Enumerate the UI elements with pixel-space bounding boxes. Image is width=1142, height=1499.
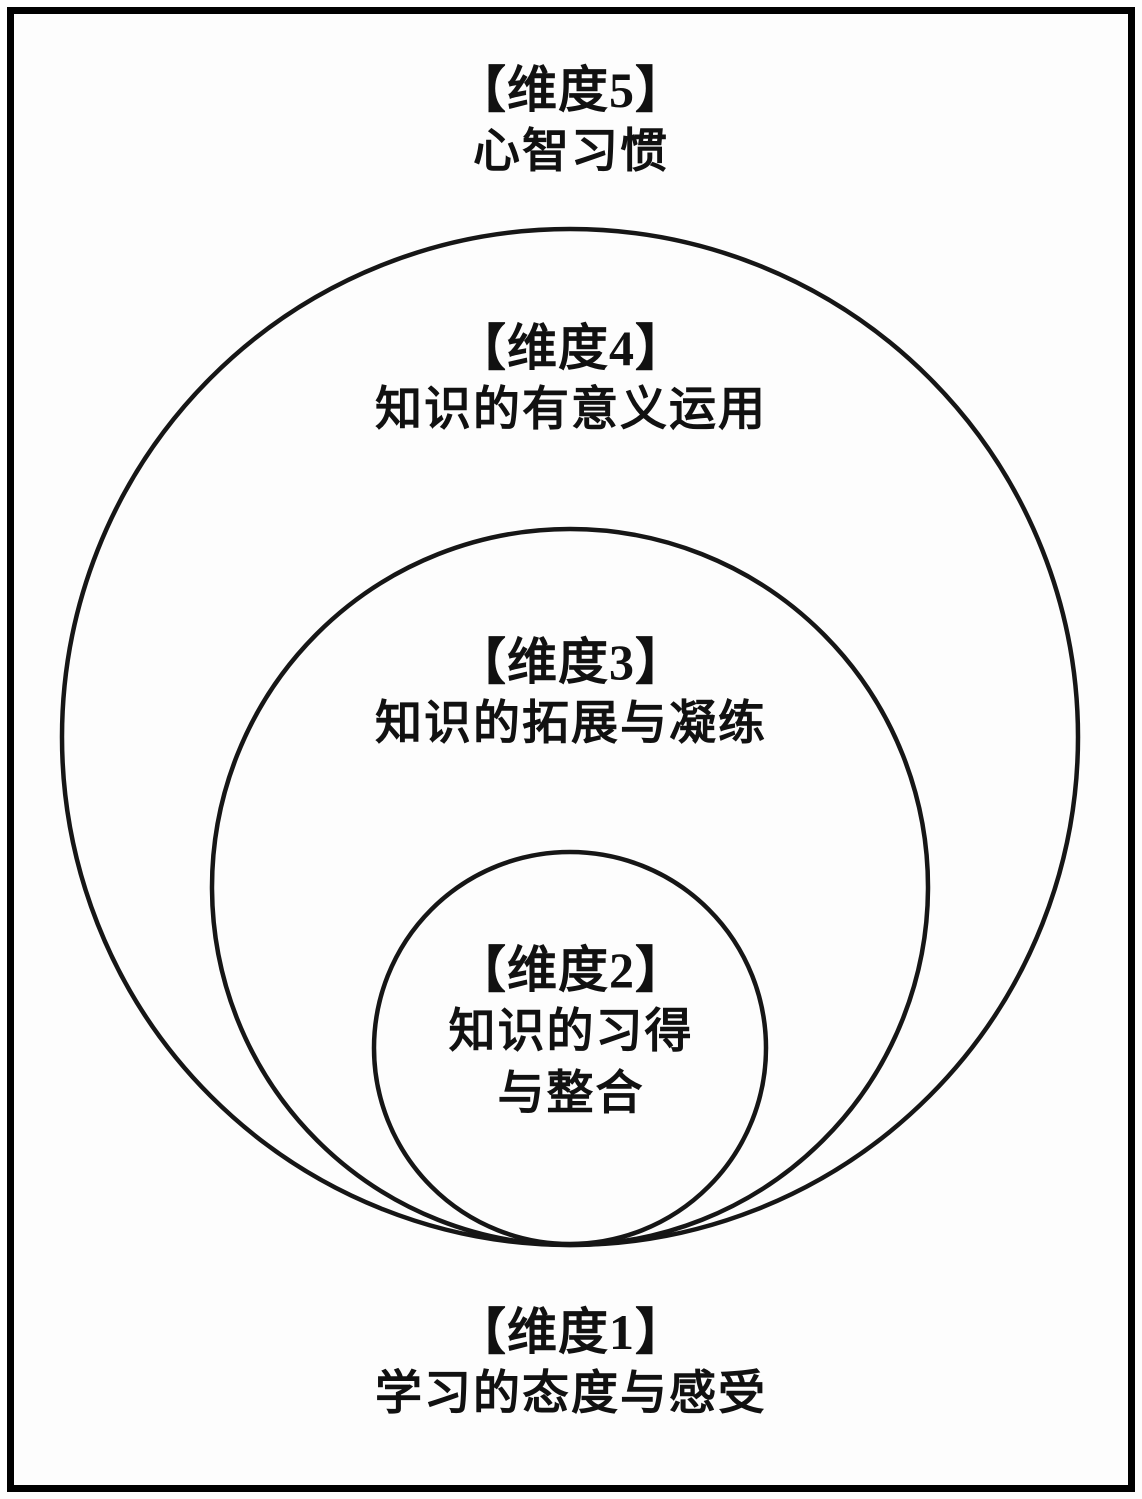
dimension-5-tag: 【维度5】 [456, 62, 686, 118]
dimension-1-name: 学习的态度与感受 [375, 1368, 767, 1420]
dimension-4-tag: 【维度4】 [456, 320, 686, 376]
dimension-4-name: 知识的有意义运用 [375, 384, 767, 436]
dimension-5-label: 【维度5】 心智习惯 [0, 60, 1142, 183]
dimension-1-tag: 【维度1】 [456, 1304, 686, 1360]
dimension-3-name: 知识的拓展与凝练 [375, 698, 767, 750]
dimension-2-name: 知识的习得 与整合 [448, 1006, 694, 1121]
dimension-4-label: 【维度4】 知识的有意义运用 [0, 318, 1142, 441]
circle-dimension-2 [371, 849, 769, 1247]
dimension-1-label: 【维度1】 学习的态度与感受 [0, 1302, 1142, 1425]
dimension-2-label: 【维度2】 知识的习得 与整合 [0, 940, 1142, 1125]
dimension-3-tag: 【维度3】 [456, 634, 686, 690]
dimension-3-label: 【维度3】 知识的拓展与凝练 [0, 632, 1142, 755]
dimension-2-tag: 【维度2】 [456, 942, 686, 998]
dimension-5-name: 心智习惯 [473, 126, 669, 178]
